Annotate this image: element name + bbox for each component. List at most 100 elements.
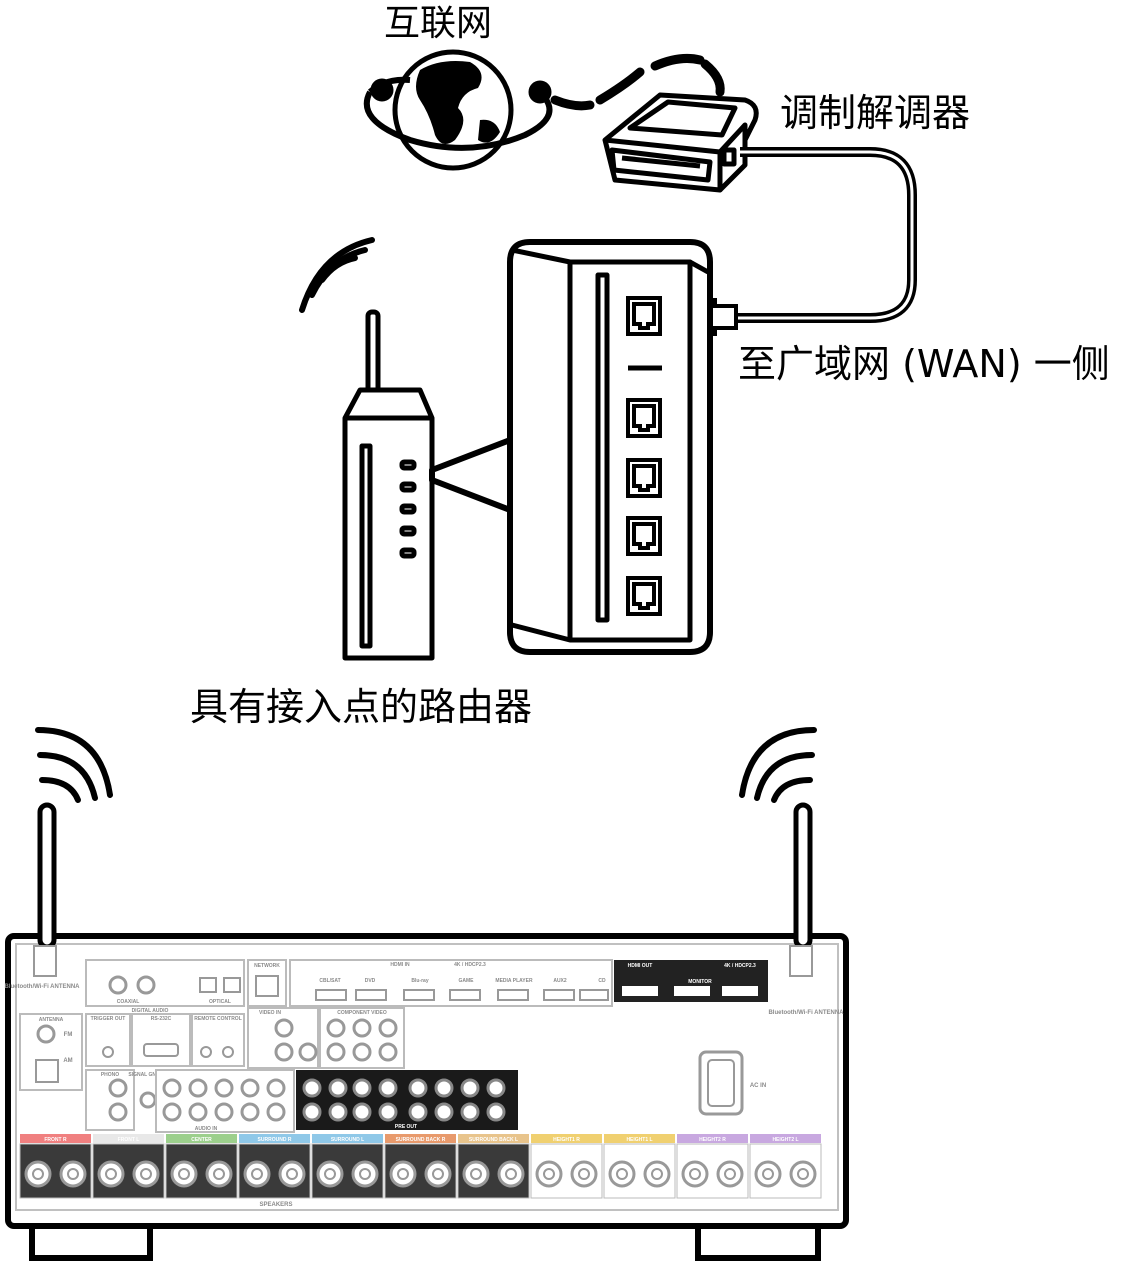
- hdmi-port-icon: [449, 989, 481, 1001]
- ac-in-socket-inner: [707, 1059, 735, 1107]
- speaker-group-label: HEIGHT1 R: [553, 1137, 580, 1143]
- lan-port-icon: [626, 576, 662, 616]
- antenna-left-base: [33, 945, 57, 977]
- component-jack-icon: [352, 1018, 372, 1038]
- speaker-header: [385, 1134, 456, 1143]
- phono-block: [85, 1069, 135, 1131]
- coaxial-jack-icon: [136, 975, 156, 995]
- speaker-header: [677, 1134, 748, 1143]
- router-back-panel: [511, 247, 710, 643]
- remote-control-label: REMOTE CONTROL: [194, 1016, 242, 1022]
- wan-cable: [735, 147, 917, 323]
- antenna-right-label: Bluetooth/Wi-Fi ANTENNA: [768, 1010, 844, 1016]
- speaker-header: [458, 1134, 529, 1143]
- am-terminal-icon: [35, 1059, 59, 1083]
- hdmi-out-port-icon: [674, 986, 710, 996]
- optical-label: OPTICAL: [209, 999, 231, 1005]
- ac-in-label: AC IN: [750, 1083, 766, 1089]
- component-jack-icon: [326, 1018, 346, 1038]
- antenna-label: ANTENNA: [39, 1017, 64, 1023]
- wan-side-label: 至广域网 (WAN) 一侧: [738, 342, 1110, 386]
- phono-jack-icon: [108, 1078, 128, 1098]
- hdmi-out-hdcp-label: 4K / HDCP2.3: [724, 963, 756, 969]
- coaxial-jack-icon: [108, 975, 128, 995]
- speaker-binding-post-center: [251, 1168, 263, 1180]
- receiver-feet: [29, 1222, 821, 1261]
- rs232c-block: [131, 1013, 191, 1067]
- speaker-binding-post-center: [432, 1168, 444, 1180]
- router-wifi-waves-icon: [299, 237, 375, 313]
- internet-link-dashes: [550, 54, 725, 111]
- speaker-terminal-group: SURROUND R: [238, 1134, 311, 1199]
- remote-control-block: [191, 1013, 245, 1067]
- speaker-header: [93, 1134, 164, 1143]
- speaker-terminal-group: SURROUND BACK R: [384, 1134, 457, 1199]
- speaker-binding-post-center: [140, 1168, 152, 1180]
- phono-jack-icon: [108, 1102, 128, 1122]
- pre-out-block: [296, 1070, 518, 1130]
- trigger-jack-icon: [102, 1046, 114, 1058]
- speaker-terminal-group: SURROUND BACK L: [457, 1134, 530, 1199]
- speaker-binding-post-center: [178, 1168, 190, 1180]
- hdmi-input-label: CD: [598, 978, 606, 984]
- monitor-label: MONITOR: [688, 979, 712, 985]
- lan-port-icon: [626, 458, 662, 498]
- coaxial-label: COAXIAL: [117, 999, 140, 1005]
- speaker-binding-post-center: [32, 1168, 44, 1180]
- speaker-group-label: SURROUND BACK L: [469, 1137, 518, 1143]
- speaker-terminal-group: SURROUND L: [311, 1134, 384, 1199]
- speaker-terminal-group: HEIGHT2 L: [749, 1134, 822, 1199]
- speaker-header: [750, 1134, 821, 1143]
- speaker-binding-post-center: [105, 1168, 117, 1180]
- speaker-group-label: HEIGHT2 L: [772, 1137, 798, 1143]
- speaker-header: [20, 1134, 91, 1143]
- speaker-terminal-group: CENTER: [165, 1134, 238, 1199]
- hdmi-port-icon: [579, 989, 609, 1001]
- audio-in-jacks: [162, 1078, 286, 1122]
- video-jack-icon: [298, 1042, 318, 1062]
- speaker-terminal-group: HEIGHT1 L: [603, 1134, 676, 1199]
- hdmi-input-label: AUX2: [553, 978, 567, 984]
- router-device: [342, 309, 435, 661]
- speaker-binding-post-center: [286, 1168, 298, 1180]
- speaker-binding-post-center: [213, 1168, 225, 1180]
- fm-jack-icon: [36, 1024, 56, 1044]
- hdmi-input-label: MEDIA PLAYER: [495, 978, 533, 984]
- digital-audio-label: DIGITAL AUDIO: [132, 1008, 169, 1014]
- hdmi-out-port-icon: [722, 986, 758, 996]
- modem-label: 调制解调器: [780, 91, 971, 135]
- wan-port-icon: [626, 296, 662, 336]
- speaker-binding-post-center: [67, 1168, 79, 1180]
- speaker-binding-post-center: [797, 1168, 809, 1180]
- speaker-binding-post-center: [651, 1168, 663, 1180]
- lan-port-icon: [626, 516, 662, 556]
- hdmi-in-label: HDMI IN: [390, 962, 410, 968]
- fm-label: FM: [64, 1032, 73, 1038]
- hdmi-input-label: DVD: [365, 978, 376, 984]
- video-in-label: VIDEO IN: [259, 1010, 281, 1016]
- rs232c-port-icon: [143, 1043, 179, 1057]
- gnd-screw-icon: [139, 1091, 157, 1109]
- speaker-header: [604, 1134, 675, 1143]
- signal-gnd-label: SIGNAL GND: [128, 1072, 160, 1078]
- speaker-binding-post-center: [762, 1168, 774, 1180]
- hdmi-port-icon: [543, 989, 575, 1001]
- hdmi-input-label: Blu-ray: [411, 978, 428, 984]
- component-jack-icon: [352, 1042, 372, 1062]
- speaker-header: [531, 1134, 602, 1143]
- trigger-out-label: TRIGGER OUT: [91, 1016, 126, 1022]
- speakers-label: SPEAKERS: [259, 1202, 292, 1208]
- speaker-terminal-group: HEIGHT2 R: [676, 1134, 749, 1199]
- speaker-header: [239, 1134, 310, 1143]
- speaker-terminal-group: FRONT L: [92, 1134, 165, 1199]
- internet-label: 互联网: [384, 3, 493, 44]
- speaker-binding-post-center: [578, 1168, 590, 1180]
- phono-label: PHONO: [101, 1072, 119, 1078]
- speaker-binding-post-center: [724, 1168, 736, 1180]
- speaker-header: [312, 1134, 383, 1143]
- speaker-binding-post-center: [470, 1168, 482, 1180]
- receiver-left-antenna: [37, 802, 57, 950]
